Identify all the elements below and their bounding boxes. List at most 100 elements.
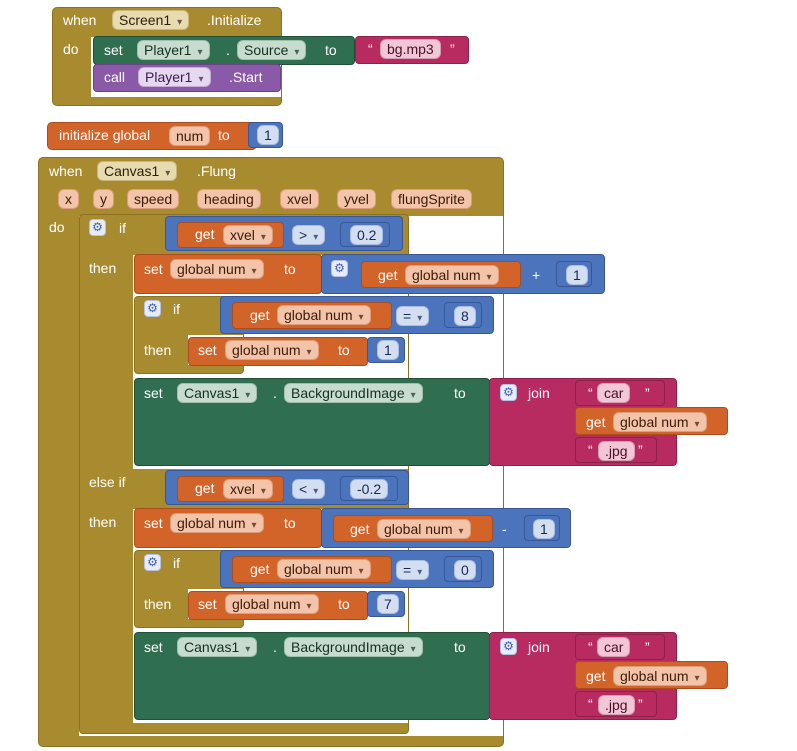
canvas-component-dropdown[interactable]: Canvas1 [97,161,178,181]
param-x[interactable]: x [58,189,79,209]
flung-do-label: do [49,219,65,235]
close-quote: ” [638,696,643,712]
source-property-dropdown[interactable]: Source [237,40,307,60]
num-8-field[interactable]: 8 [454,306,476,326]
initialize-global-label: initialize global [59,127,151,143]
background-property-dropdown[interactable]: BackgroundImage [284,383,423,403]
open-quote: “ [588,696,593,712]
num-1-field[interactable]: 1 [566,265,588,285]
call-label: call [104,69,126,85]
global-num-dropdown[interactable]: global num [277,559,371,579]
param-speed[interactable]: speed [127,189,180,209]
param-heading[interactable]: heading [197,189,261,209]
global-num-dropdown[interactable]: global num [225,594,319,614]
num-1c-field[interactable]: 1 [533,519,555,539]
op-eq-dropdown[interactable]: = [396,560,430,580]
jpg-text-field[interactable]: .jpg [598,695,635,715]
plus-label: + [532,267,541,283]
global-num-dropdown[interactable]: global num [277,305,371,325]
canvas-component-dropdown[interactable]: Canvas1 [177,637,258,657]
open-quote: “ [588,385,593,401]
set-player-source-block[interactable] [93,36,355,65]
dot-label: . [273,385,277,401]
set-label: set [104,42,123,58]
join-label: join [528,385,550,401]
global-num-dropdown[interactable]: global num [405,265,499,285]
op-gt-dropdown[interactable]: > [292,225,326,245]
do-label: do [63,41,79,57]
get-label: get [195,226,215,242]
screen-component-dropdown[interactable]: Screen1 [112,10,190,30]
else-if-label: else if [89,474,126,490]
get-label: get [250,307,270,323]
initialize-global-block[interactable] [47,122,257,150]
open-quote: “ [368,41,373,57]
to-label: to [338,342,350,358]
num-neg-0-2-field[interactable]: -0.2 [350,479,389,499]
init-value-field[interactable]: 1 [257,125,279,145]
join-gear-icon[interactable]: ⚙ [500,638,517,655]
inner-gear-icon-2[interactable]: ⚙ [144,554,161,571]
num-0-field[interactable]: 0 [454,560,476,580]
set-label: set [198,596,217,612]
inner-gear-icon[interactable]: ⚙ [144,300,161,317]
flung-event-label: .Flung [197,163,236,179]
global-num-dropdown[interactable]: global num [377,519,471,539]
jpg-text-field[interactable]: .jpg [598,441,635,461]
bgmp3-text-field[interactable]: bg.mp3 [380,39,441,59]
open-quote: “ [588,639,593,655]
close-quote: ” [450,41,455,57]
player-component-dropdown[interactable]: Player1 [137,40,210,60]
get-label: get [586,414,606,430]
param-flungsprite[interactable]: flungSprite [391,189,472,209]
var-xvel-dropdown[interactable]: xvel [223,479,273,499]
inner-then-label: then [144,596,172,612]
mutator-gear-icon[interactable]: ⚙ [89,219,106,236]
num-0-2-field[interactable]: 0.2 [350,225,384,245]
init-to-label: to [218,127,230,143]
canvas-component-dropdown[interactable]: Canvas1 [177,383,258,403]
global-num-dropdown[interactable]: global num [613,412,707,432]
player-call-component-dropdown[interactable]: Player1 [138,67,211,87]
param-y[interactable]: y [93,189,114,209]
minus-label: - [502,521,507,537]
flung-when-label: when [49,163,83,179]
join-label: join [528,639,550,655]
global-num-dropdown[interactable]: global num [170,259,264,279]
var-xvel-dropdown[interactable]: xvel [223,225,273,245]
num-7-field[interactable]: 7 [377,594,399,614]
car-text-field[interactable]: car [597,383,631,403]
dot-label: . [273,639,277,655]
global-name-field[interactable]: num [169,126,211,146]
op-eq-dropdown[interactable]: = [396,306,430,326]
to-label: to [454,385,466,401]
then-label: then [89,260,117,276]
car-text-field[interactable]: car [597,637,631,657]
set-label: set [144,515,163,531]
inner-if-label: if [173,555,180,571]
global-num-dropdown[interactable]: global num [225,340,319,360]
set-label: set [144,639,163,655]
start-method-label: .Start [229,69,263,85]
event-name-label: .Initialize [207,12,262,28]
to-label: to [325,42,337,58]
close-quote: ” [645,385,650,401]
inner-then-label: then [144,342,172,358]
num-1b-field[interactable]: 1 [377,340,399,360]
background-property-dropdown[interactable]: BackgroundImage [284,637,423,657]
param-xvel[interactable]: xvel [280,189,319,209]
to-label: to [454,639,466,655]
to-label: to [284,515,296,531]
global-num-dropdown[interactable]: global num [170,513,264,533]
param-yvel[interactable]: yvel [337,189,376,209]
join-gear-icon[interactable]: ⚙ [500,384,517,401]
to-label: to [338,596,350,612]
if-label: if [119,220,126,236]
dot-label: . [226,42,230,58]
when-label: when [63,12,97,28]
get-label: get [378,267,398,283]
then-label-2: then [89,514,117,530]
op-lt-dropdown[interactable]: < [292,479,326,499]
add-mutator-gear-icon[interactable]: ⚙ [331,260,348,277]
global-num-dropdown[interactable]: global num [613,666,707,686]
